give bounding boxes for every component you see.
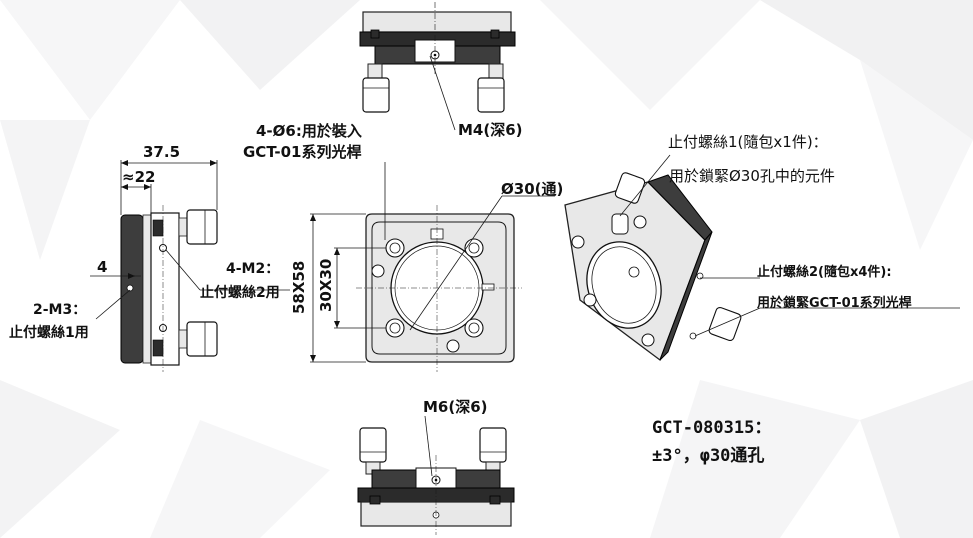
m2-title: 4-M2： bbox=[226, 261, 280, 277]
dim-approx-depth: ≈22 bbox=[122, 168, 156, 186]
dim-hole-spacing: 30X30 bbox=[317, 258, 335, 312]
model-spec: ±3°，φ30通孔 bbox=[652, 446, 765, 466]
dim-4: 4 bbox=[97, 258, 108, 276]
screw1-desc: 用於鎖緊Ø30孔中的元件 bbox=[669, 167, 835, 185]
dim-outer-size: 58X58 bbox=[290, 260, 308, 314]
bottom-view bbox=[357, 415, 515, 535]
m3-desc: 止付螺絲1用 bbox=[9, 325, 89, 341]
m3-title: 2-M3： bbox=[33, 302, 87, 318]
m4-label: M4(深6) bbox=[458, 121, 523, 139]
isometric-view bbox=[564, 154, 960, 362]
screw2-desc: 用於鎖緊GCT-01系列光桿 bbox=[757, 296, 912, 311]
holes-label-line2: GCT-01系列光桿 bbox=[243, 143, 362, 161]
m2-desc: 止付螺絲2用 bbox=[200, 285, 280, 301]
holes-label-line1: 4-Ø6:用於裝入 bbox=[256, 122, 362, 140]
top-view bbox=[359, 2, 516, 131]
screw1-title: 止付螺絲1(隨包x1件)： bbox=[668, 133, 828, 151]
side-view bbox=[90, 160, 290, 372]
m6-label: M6(深6) bbox=[423, 398, 488, 416]
aperture-label: Ø30(通) bbox=[501, 180, 564, 198]
model-number: GCT-080315： bbox=[652, 418, 772, 438]
dim-overall-depth: 37.5 bbox=[143, 143, 181, 161]
front-view bbox=[310, 162, 555, 372]
screw2-title: 止付螺絲2(隨包x4件): bbox=[757, 265, 892, 280]
